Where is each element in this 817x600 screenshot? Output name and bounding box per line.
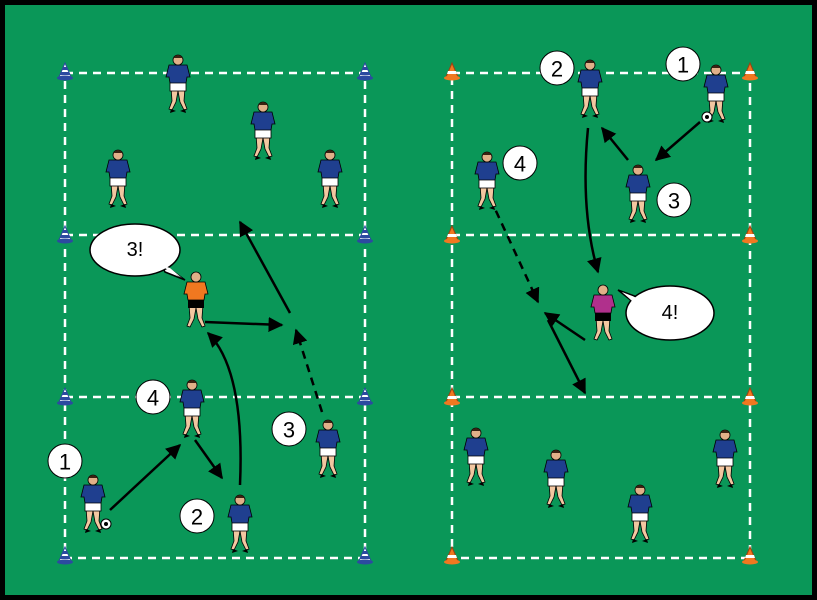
svg-text:4!: 4! (662, 302, 679, 324)
right-arrows (488, 121, 701, 395)
left-number-labels: 1 2 3 4 (47, 379, 307, 534)
dashed-run-arrow (292, 328, 324, 413)
ball-icon (100, 518, 112, 530)
svg-text:1: 1 (59, 450, 71, 475)
right-call-bubble: 4! (617, 285, 715, 341)
player-number-3: 3 (656, 182, 692, 218)
dashed-run-arrow (488, 197, 540, 304)
svg-text:2: 2 (551, 57, 563, 82)
svg-text:3: 3 (283, 418, 295, 443)
pass-arrow (206, 331, 242, 486)
right-grid (450, 71, 752, 560)
run-arrow (238, 220, 292, 314)
left-arrows (109, 220, 324, 511)
pass-arrow (601, 126, 629, 161)
player-number-4: 4 (502, 145, 538, 181)
player-number-2: 2 (179, 498, 215, 534)
svg-text:2: 2 (191, 505, 203, 530)
pass-arrow (584, 127, 602, 274)
player-number-1: 1 (47, 443, 83, 479)
svg-text:4: 4 (147, 386, 159, 411)
player-number-2: 2 (539, 50, 575, 86)
ball-icon (701, 111, 713, 123)
svg-text:3!: 3! (127, 239, 144, 261)
pass-arrow (109, 443, 182, 511)
run-arrow (546, 319, 587, 395)
pass-arrow (654, 121, 701, 161)
svg-text:1: 1 (677, 53, 689, 78)
svg-text:4: 4 (514, 152, 526, 177)
pass-arrow (204, 316, 284, 332)
left-call-bubble: 3! (89, 223, 186, 281)
player-number-1: 1 (665, 46, 701, 82)
player-number-4: 4 (135, 379, 171, 415)
svg-text:3: 3 (668, 189, 680, 214)
right-number-labels: 1 2 3 4 (502, 46, 701, 218)
run-arrow (193, 439, 224, 480)
player-number-3: 3 (271, 411, 307, 447)
pass-arrow (543, 311, 586, 342)
